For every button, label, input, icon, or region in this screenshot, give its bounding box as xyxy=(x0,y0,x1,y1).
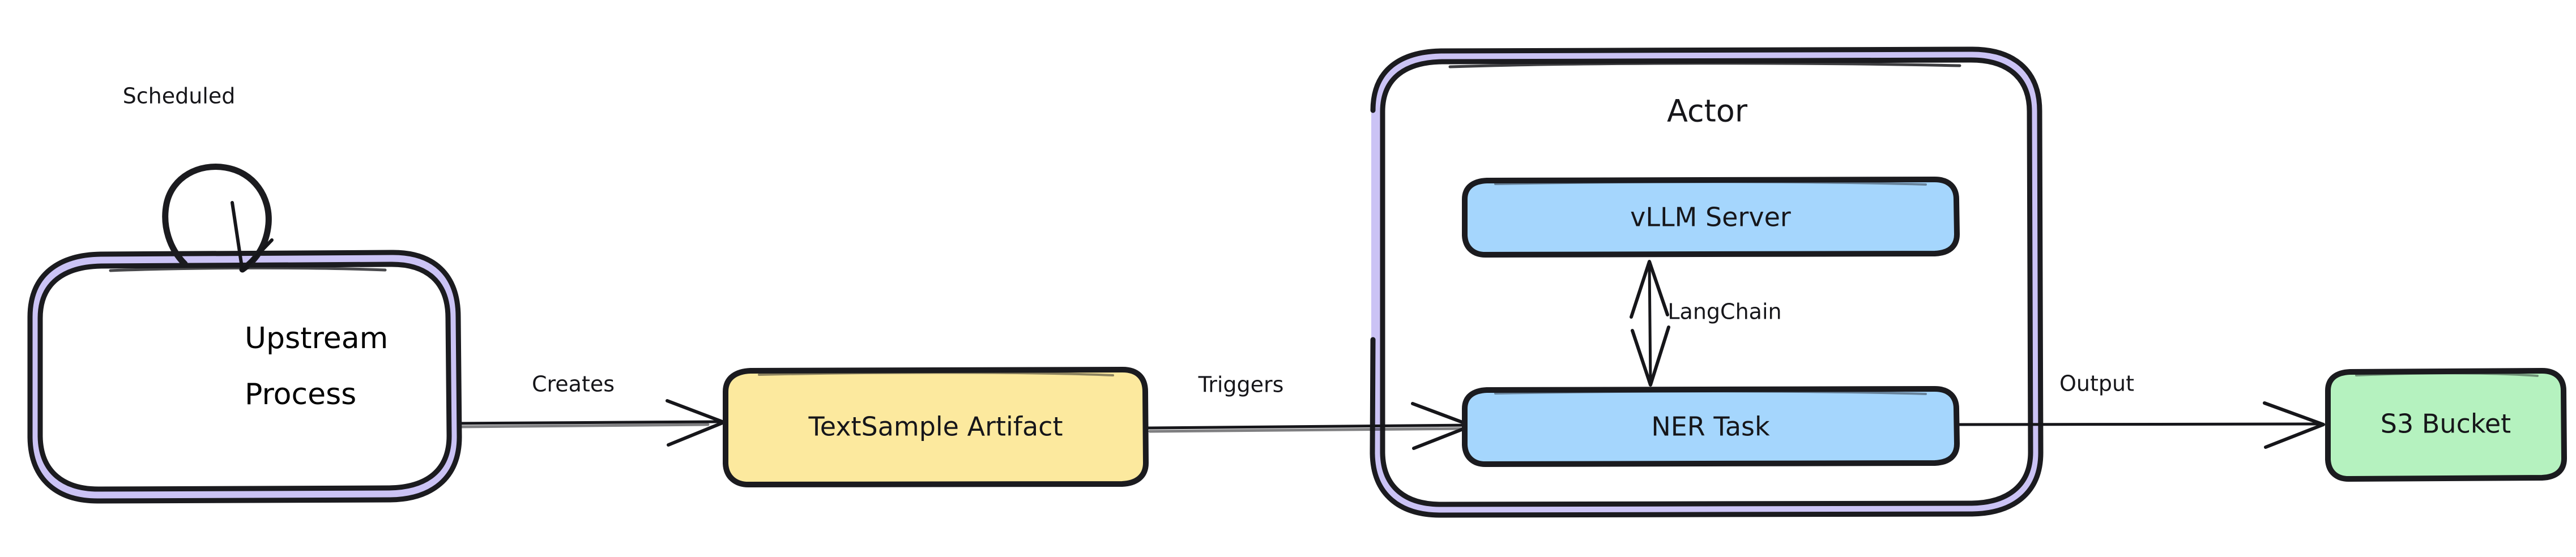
edge-output[interactable]: Output xyxy=(1955,371,2325,449)
edge-scheduled-label: Scheduled xyxy=(123,84,236,109)
upstream-process-label-line1: Upstream xyxy=(245,322,388,355)
actor-cluster-inner-stroke xyxy=(1380,57,2033,507)
edge-scheduled-arc xyxy=(162,164,272,273)
actor-cluster-outer-stroke xyxy=(1370,46,2044,518)
node-textsample-artifact[interactable]: TextSample Artifact xyxy=(723,367,1149,488)
textsample-artifact-sketch-accent xyxy=(758,371,1114,376)
node-s3-bucket[interactable]: S3 Bucket xyxy=(2325,368,2567,482)
upstream-process-outer-stroke xyxy=(27,250,462,504)
edge-triggers-label: Triggers xyxy=(1198,372,1284,397)
vllm-server-body xyxy=(1465,179,1957,255)
edge-output-arrowhead xyxy=(2263,401,2325,449)
cluster-actor-title: Actor xyxy=(1667,93,1748,129)
edge-output-line xyxy=(1955,422,2323,426)
upstream-process-lavender-border xyxy=(29,251,461,502)
ner-task-body xyxy=(1465,389,1957,465)
ner-task-stroke xyxy=(1462,386,1960,468)
s3-bucket-sketch-accent xyxy=(2355,372,2539,377)
edge-scheduled-loop[interactable]: Scheduled xyxy=(123,84,274,273)
upstream-process-sketch-accent xyxy=(109,266,387,272)
node-vllm-server[interactable]: vLLM Server xyxy=(1462,177,1960,258)
edge-langchain-arrowhead-down xyxy=(1631,325,1670,387)
edge-langchain-arrowhead-up xyxy=(1630,260,1669,319)
edge-creates[interactable]: Creates xyxy=(451,372,726,447)
actor-cluster-sketch-accent xyxy=(1448,62,1961,68)
vllm-server-sketch-accent xyxy=(1494,181,1927,186)
actor-cluster-lavender-border xyxy=(1371,48,2042,517)
edge-scheduled-arrowhead xyxy=(231,201,274,272)
s3-bucket-label: S3 Bucket xyxy=(2381,409,2511,439)
edge-creates-line xyxy=(451,420,720,425)
node-ner-task[interactable]: NER Task xyxy=(1462,386,1960,468)
s3-bucket-stroke xyxy=(2325,368,2567,482)
edge-creates-label: Creates xyxy=(532,372,615,397)
edge-langchain[interactable]: LangChain xyxy=(1630,260,1782,387)
edge-triggers[interactable]: Triggers xyxy=(1146,372,1473,450)
s3-bucket-body xyxy=(2328,371,2564,479)
edge-output-label: Output xyxy=(2059,371,2134,396)
edge-langchain-line xyxy=(1648,262,1652,384)
ner-task-sketch-accent xyxy=(1494,390,1927,395)
node-upstream-process[interactable]: Upstream Process xyxy=(27,250,462,504)
ner-task-label: NER Task xyxy=(1651,412,1770,442)
textsample-artifact-label: TextSample Artifact xyxy=(808,412,1063,442)
upstream-process-inner-stroke xyxy=(37,262,452,492)
edge-langchain-label: LangChain xyxy=(1667,299,1781,324)
edge-triggers-line-sketch xyxy=(1148,427,1469,433)
textsample-artifact-stroke xyxy=(723,367,1149,488)
edge-triggers-line xyxy=(1146,423,1472,430)
vllm-server-stroke xyxy=(1462,177,1960,258)
textsample-artifact-body xyxy=(726,370,1146,485)
upstream-process-label-line2: Process xyxy=(245,378,356,412)
vllm-server-label: vLLM Server xyxy=(1630,202,1791,233)
upstream-process-body xyxy=(35,258,454,496)
edge-creates-line-sketch xyxy=(458,423,710,429)
